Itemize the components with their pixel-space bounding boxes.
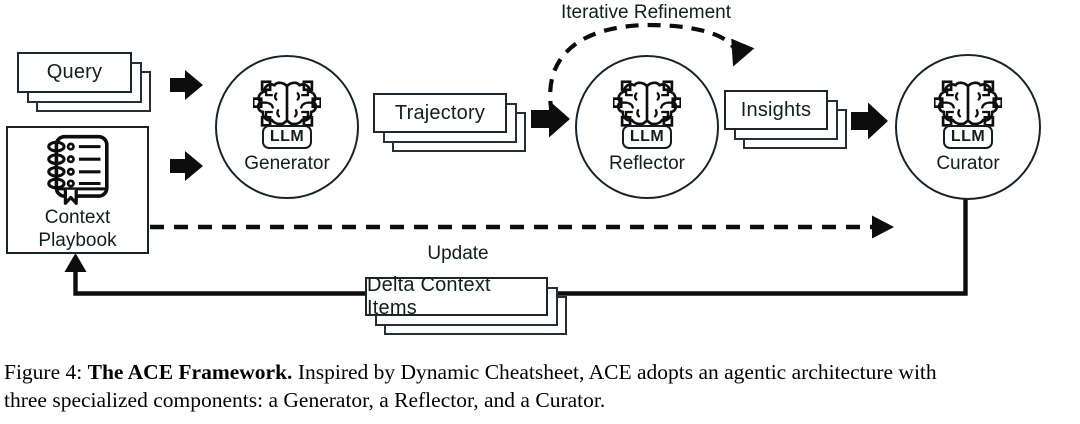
context-playbook-label: Context Playbook: [38, 207, 117, 251]
query-label: Query: [46, 61, 103, 83]
flow-arrow-playbook-generator-icon: [170, 151, 203, 181]
llm-badge: LLM: [942, 124, 994, 149]
llm-badge: LLM: [261, 124, 313, 149]
circuit-brain-icon: [253, 80, 321, 128]
reflector-label: Reflector: [608, 152, 686, 174]
trajectory-label: Trajectory: [394, 101, 486, 124]
figure-caption-line1: Inspired by Dynamic Cheatsheet, ACE adop…: [297, 360, 937, 384]
curator-node: LLM Curator: [895, 54, 1041, 200]
query-node: Query: [17, 52, 151, 112]
circuit-brain-icon: [613, 80, 681, 128]
figure-caption-line2: three specialized components: a Generato…: [4, 388, 606, 412]
query-card: Query: [17, 52, 132, 93]
figure-caption-title: The ACE Framework.: [87, 360, 293, 384]
insights-node: Insights: [724, 90, 847, 149]
reflector-node: LLM Reflector: [575, 55, 719, 199]
insights-label: Insights: [740, 98, 812, 121]
delta-card: Delta Context Items: [365, 274, 548, 319]
update-label: Update: [427, 243, 489, 264]
trajectory-card: Trajectory: [373, 93, 507, 133]
figure-caption-number: Figure 4:: [4, 360, 83, 384]
flow-arrow-query-generator-icon: [170, 70, 203, 100]
iterative-refinement-label: Iterative Refinement: [560, 2, 732, 23]
context-playbook-node: Context Playbook: [6, 126, 149, 254]
flow-arrow-insights-curator-icon: [851, 102, 888, 140]
circuit-brain-icon: [934, 80, 1002, 128]
insights-card: Insights: [724, 90, 828, 130]
figure-caption: Figure 4: The ACE Framework. Inspired by…: [4, 358, 1076, 414]
return-arrowhead-icon: [64, 253, 87, 272]
generator-label: Generator: [244, 152, 330, 174]
flow-arrow-trajectory-reflector-icon: [531, 100, 570, 138]
delta-context-items-node: Delta Context Items: [365, 274, 567, 335]
llm-badge: LLM: [621, 124, 673, 149]
trajectory-node: Trajectory: [373, 93, 526, 152]
curator-label: Curator: [936, 152, 1000, 174]
delta-context-items-label: Delta Context Items: [367, 273, 491, 319]
generator-node: LLM Generator: [215, 55, 359, 199]
update-arrowhead-icon: [872, 215, 894, 239]
notebook-icon: [46, 134, 109, 206]
